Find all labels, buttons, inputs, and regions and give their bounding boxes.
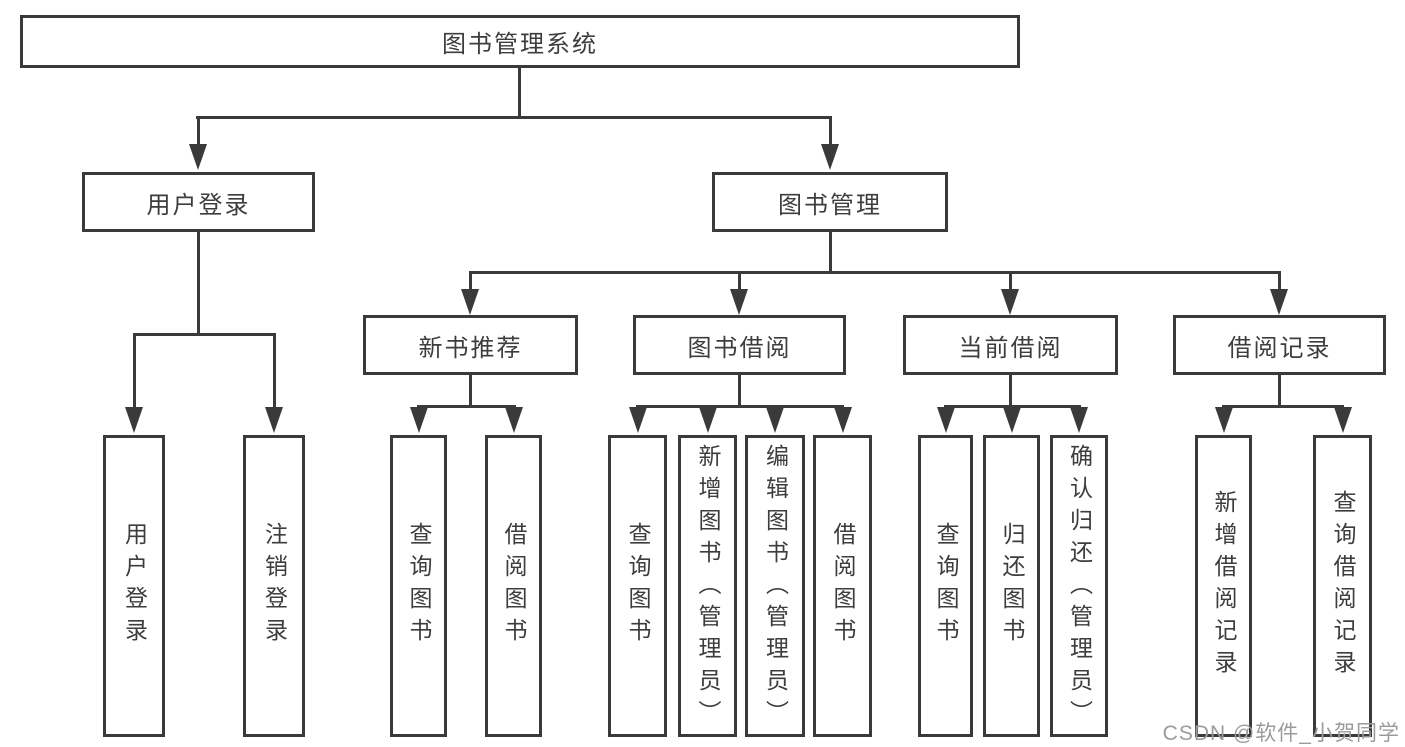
leaf-confirm-return-admin: 确认归还（管理员） [1050,435,1108,737]
leaf-query-books-current: 查询图书 [918,435,973,737]
arrowhead-down-icon [1001,289,1019,315]
node-new-book-recommend: 新书推荐 [363,315,578,375]
arrowhead-down-icon [1003,407,1021,433]
node-book-management: 图书管理 [712,172,948,232]
node-book-borrow: 图书借阅 [633,315,846,375]
connector-line [469,375,472,408]
leaf-borrow-books-recommend: 借阅图书 [485,435,542,737]
arrowhead-down-icon [1215,407,1233,433]
leaf-edit-book-admin: 编辑图书（管理员） [745,435,805,737]
connector-line [1009,271,1012,291]
arrowhead-down-icon [730,289,748,315]
connector-line [197,232,200,335]
leaf-logout: 注销登录 [243,435,305,737]
leaf-add-book-admin: 新增图书（管理员） [678,435,737,737]
arrowhead-down-icon [821,144,839,170]
connector-line [1222,405,1344,408]
connector-line [273,333,276,409]
node-user-login: 用户登录 [82,172,315,232]
arrowhead-down-icon [1070,407,1088,433]
arrowhead-down-icon [1270,289,1288,315]
arrowhead-down-icon [189,144,207,170]
arrowhead-down-icon [766,407,784,433]
arrowhead-down-icon [505,407,523,433]
leaf-borrow-books-borrow: 借阅图书 [813,435,872,737]
connector-line [829,232,832,273]
leaf-query-books-borrow: 查询图书 [608,435,667,737]
arrowhead-down-icon [937,407,955,433]
arrowhead-down-icon [125,407,143,433]
connector-line [133,333,276,336]
leaf-return-book: 归还图书 [983,435,1040,737]
connector-line [417,405,516,408]
arrowhead-down-icon [629,407,647,433]
arrowhead-down-icon [410,407,428,433]
node-borrow-records: 借阅记录 [1173,315,1386,375]
connector-line [469,271,472,291]
watermark: CSDN @软件_小贺同学 [1162,722,1400,745]
node-current-borrow: 当前借阅 [903,315,1118,375]
connector-line [1278,375,1281,408]
arrowhead-down-icon [265,407,283,433]
leaf-query-books-recommend: 查询图书 [390,435,447,737]
connector-line [1009,375,1012,408]
connector-line [636,405,844,408]
arrowhead-down-icon [834,407,852,433]
connector-line [196,116,832,119]
connector-line [518,68,521,118]
connector-line [738,375,741,408]
node-library-system: 图书管理系统 [20,15,1020,68]
arrowhead-down-icon [461,289,479,315]
connector-line [829,116,832,146]
connector-line [1278,271,1281,291]
connector-line [738,271,741,291]
connector-line [944,405,1081,408]
connector-line [133,333,136,409]
leaf-add-borrow-record: 新增借阅记录 [1195,435,1252,737]
connector-line [469,271,1281,274]
arrowhead-down-icon [699,407,717,433]
leaf-user-login: 用户登录 [103,435,165,737]
arrowhead-down-icon [1334,407,1352,433]
connector-line [197,116,200,146]
leaf-query-borrow-record: 查询借阅记录 [1313,435,1372,737]
